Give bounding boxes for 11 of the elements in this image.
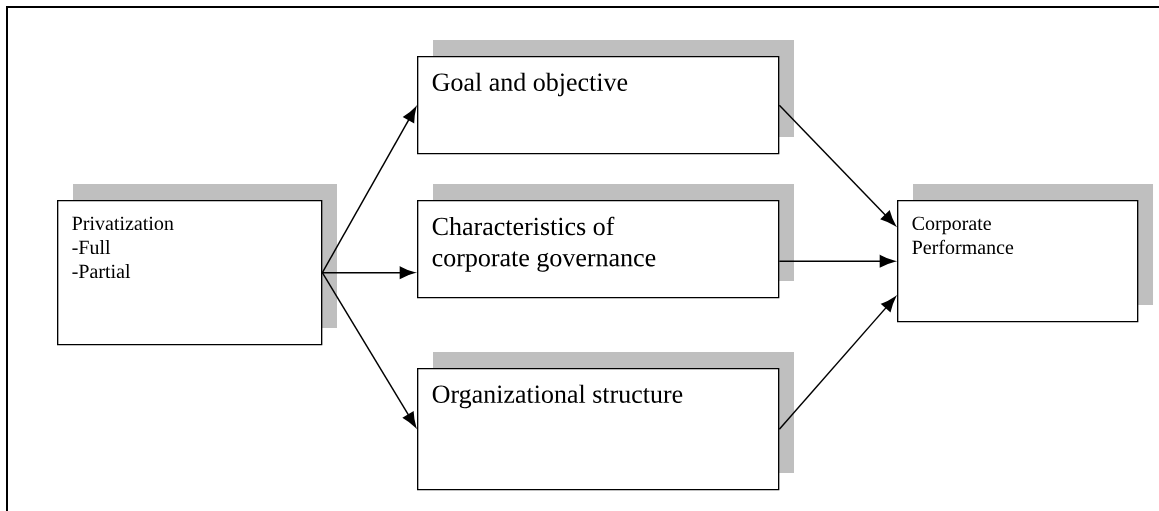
- arrow: [778, 255, 895, 268]
- process-box: Characteristics of corporate governance: [417, 184, 794, 299]
- process-box: Goal and objective: [417, 40, 794, 155]
- arrow: [321, 271, 417, 428]
- arrow: [321, 266, 415, 279]
- process-box: Privatization -Full -Partial: [57, 184, 337, 346]
- arrow: [778, 104, 896, 226]
- process-box: Organizational structure: [417, 352, 794, 491]
- process-box: Corporate Performance: [897, 184, 1153, 323]
- arrow: [778, 296, 896, 430]
- arrow: [321, 107, 417, 274]
